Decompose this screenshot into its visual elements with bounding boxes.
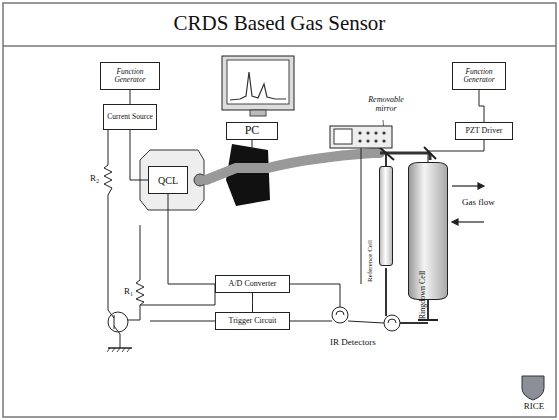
slide-title: CRDS Based Gas Sensor [0, 12, 559, 35]
title-rule [3, 45, 556, 47]
current-source-box: Current Source [103, 104, 157, 130]
wire-connector [428, 140, 484, 162]
pzt-driver-box: PZT Driver [455, 122, 513, 140]
node-text: Trigger Circuit [229, 317, 277, 326]
node-text: PZT Driver [466, 127, 503, 136]
wire-connector [252, 293, 253, 312]
fold-mirror [424, 147, 436, 159]
flow-label: Gas flow [462, 198, 495, 208]
qcl-mount [140, 150, 206, 210]
trigger-circuit-box: Trigger Circuit [215, 312, 290, 330]
transistor-symbol [108, 310, 128, 348]
pc-monitor [222, 56, 294, 116]
component-label: R₂ [90, 174, 99, 184]
wire-connector [479, 90, 484, 122]
function-generator-box: Function Generator [452, 62, 506, 90]
ground-symbol [107, 348, 132, 352]
wire [108, 118, 384, 323]
node-text: A/D Converter [229, 280, 277, 289]
collimating-lens [226, 144, 270, 206]
resistor-symbol [136, 280, 144, 305]
ad-converter-box: A/D Converter [215, 275, 290, 293]
wire-connector [130, 90, 131, 104]
node-text: Current Source [107, 113, 153, 121]
node-text: Function Generator [101, 68, 159, 85]
oscilloscope [330, 126, 392, 148]
wire-connector [130, 130, 148, 180]
node-text: Reference Cell [367, 240, 375, 282]
node-text: Ringdown Cell [418, 270, 427, 319]
qcl-box: QCL [148, 166, 188, 194]
logo-text: RICE [520, 402, 548, 412]
node-text: Function Generator [453, 68, 505, 85]
ir-detector [332, 307, 400, 331]
rice-shield [522, 376, 544, 400]
function-generator-box: Function Generator [100, 62, 160, 90]
ringdown-beam [427, 300, 429, 320]
pc-box: PC [226, 122, 278, 140]
ringdown-cell: Ringdown Cell [408, 162, 448, 300]
reference-cell: Reference Cell [379, 166, 393, 266]
component-label: R₁ [124, 287, 133, 297]
node-text: QCL [158, 175, 178, 186]
reference-beam [385, 268, 387, 312]
detector-label: IR Detectors [330, 338, 376, 348]
wire-connector [168, 194, 215, 284]
node-text: PC [245, 124, 260, 137]
callout-label: Removable mirror [362, 96, 410, 114]
slide-border [3, 3, 556, 417]
resistor-symbol [104, 165, 112, 195]
laser-beam [206, 153, 380, 180]
